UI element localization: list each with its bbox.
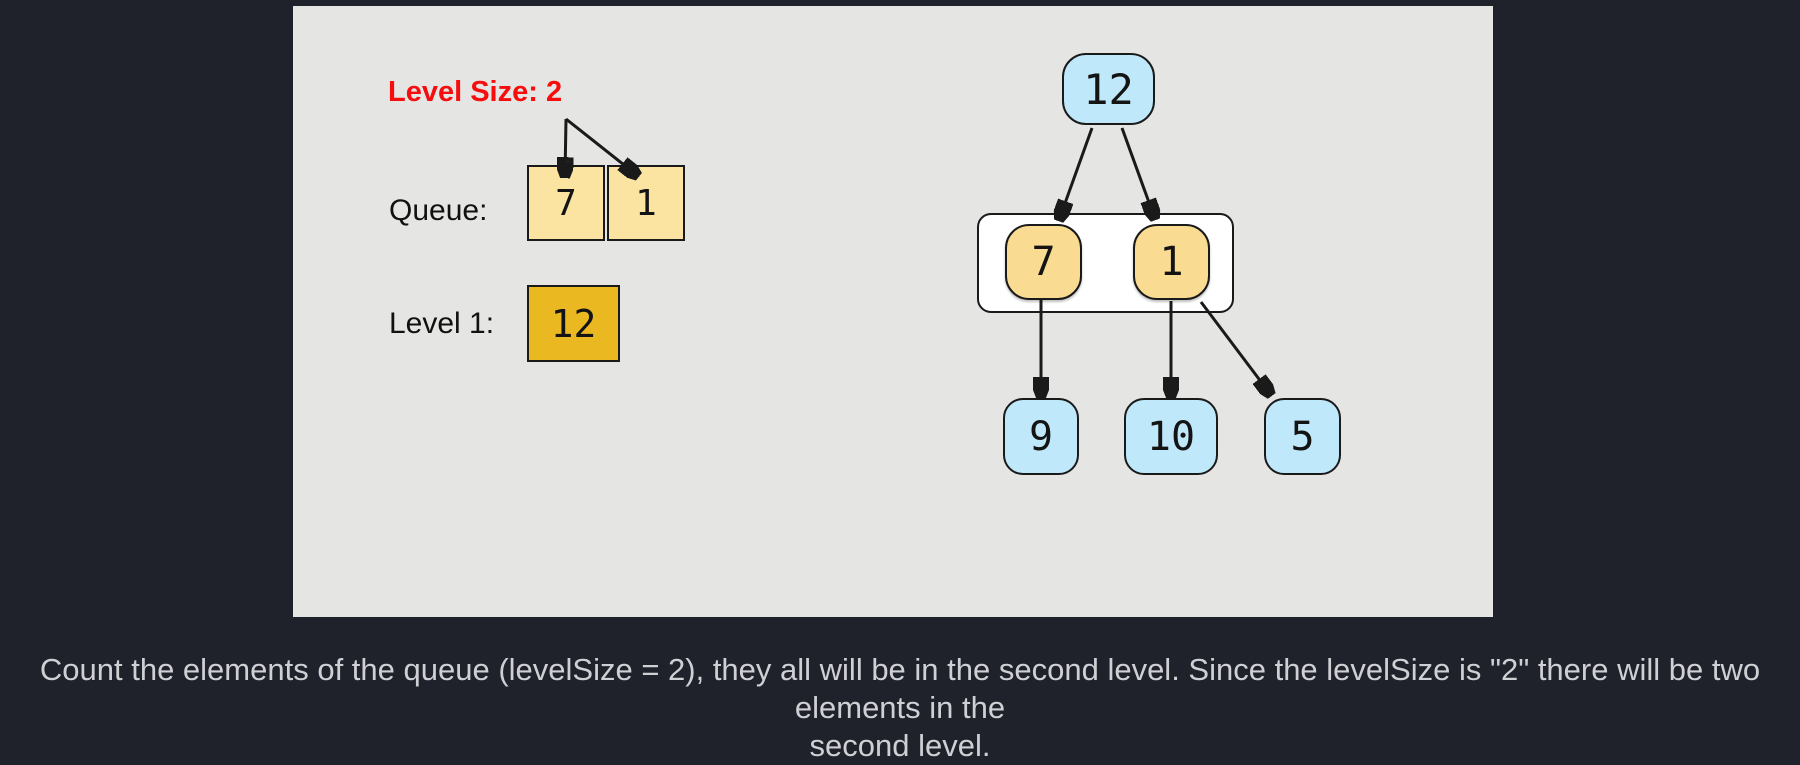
caption: Count the elements of the queue (levelSi… (0, 651, 1800, 765)
queue-label: Queue: (389, 194, 488, 227)
caption-line-2: second level. (809, 728, 991, 763)
level-1-slot: 12 (527, 285, 620, 362)
queue-slot-1: 1 (607, 165, 685, 241)
tree-root-node: 12 (1062, 53, 1155, 125)
tree-node-level2-1: 1 (1133, 224, 1210, 300)
arrow-1-to-5 (1199, 301, 1271, 395)
tree-node-level3-2: 5 (1264, 398, 1341, 475)
tree-node-level2-0: 7 (1005, 224, 1082, 300)
tree-node-level3-1: 10 (1124, 398, 1218, 475)
queue-slot-0: 7 (527, 165, 605, 241)
arrow-root-to-1 (1120, 127, 1155, 219)
level-1-label: Level 1: (389, 307, 495, 340)
diagram-panel: Level Size: 2 Queue: 7 1 Level 1: 12 12 … (293, 6, 1493, 617)
caption-line-1: Count the elements of the queue (levelSi… (39, 652, 1761, 725)
tree-node-level3-0: 9 (1003, 398, 1079, 475)
arrow-root-to-7 (1059, 127, 1094, 220)
level-size-label: Level Size: 2 (388, 76, 563, 108)
